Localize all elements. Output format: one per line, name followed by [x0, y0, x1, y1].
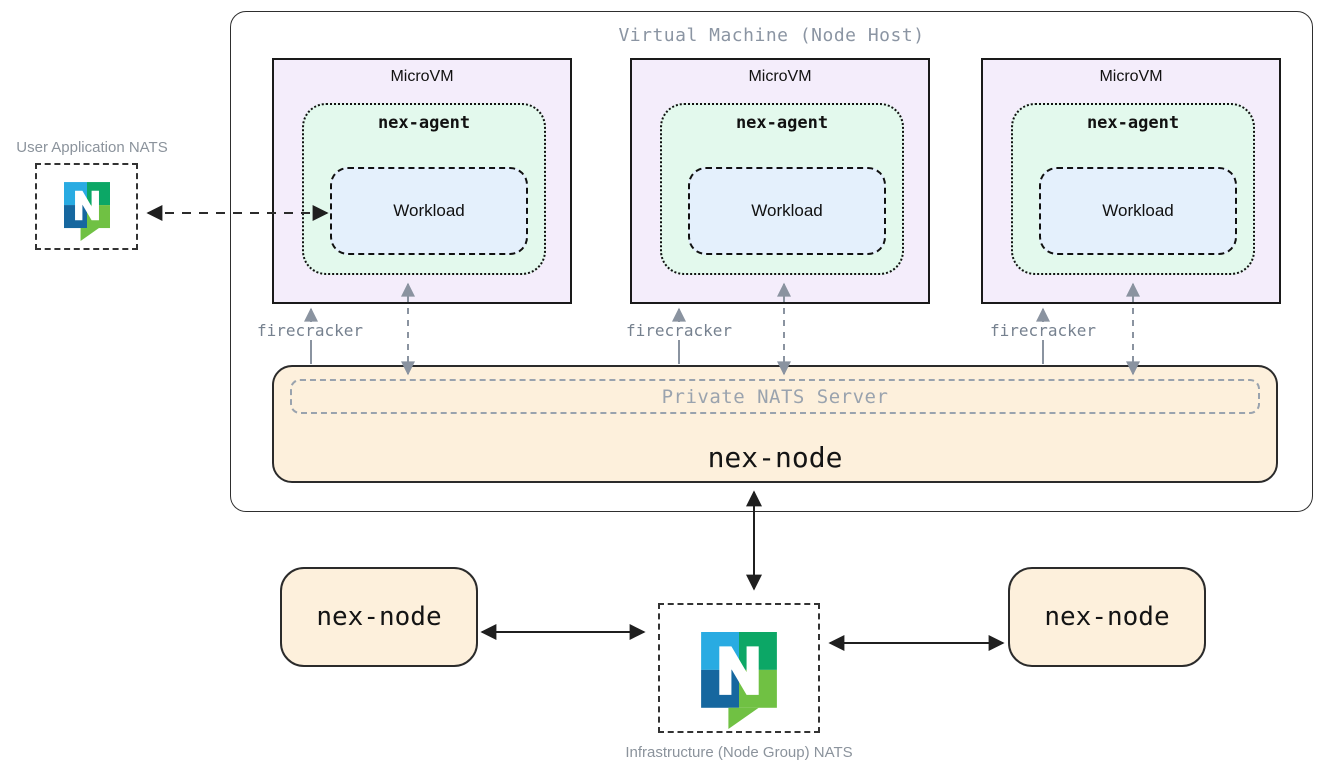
peer-nex-node-box-right: nex-node	[1008, 567, 1206, 667]
microvm-title: MicroVM	[1099, 68, 1163, 85]
workload-box: Workload	[688, 167, 886, 255]
nex-agent-title: nex-agent	[735, 113, 829, 133]
nex-agent-title: nex-agent	[377, 113, 471, 133]
vm-host-title: Virtual Machine (Node Host)	[618, 25, 925, 46]
microvm-title: MicroVM	[748, 68, 812, 85]
user-nats-dashed-box	[35, 163, 138, 250]
workload-box: Workload	[330, 167, 528, 255]
nex-agent-box: nex-agent Workload	[1011, 103, 1255, 275]
nex-agent-title: nex-agent	[1086, 113, 1180, 133]
nex-agent-box: nex-agent Workload	[302, 103, 546, 275]
workload-box: Workload	[1039, 167, 1237, 255]
nats-logo-icon	[63, 182, 110, 241]
infra-nats-dashed-box	[658, 603, 820, 733]
nex-node-label: nex-node	[707, 441, 843, 474]
firecracker-label-1: firecracker	[254, 322, 366, 340]
nats-logo-icon	[701, 632, 777, 729]
infra-nats-label: Infrastructure (Node Group) NATS	[625, 744, 853, 761]
firecracker-label-2: firecracker	[623, 322, 735, 340]
microvm-box-1: MicroVM nex-agent Workload	[272, 58, 572, 304]
peer-nex-node-box-left: nex-node	[280, 567, 478, 667]
microvm-box-3: MicroVM nex-agent Workload	[981, 58, 1281, 304]
user-nats-label: User Application NATS	[16, 139, 168, 156]
microvm-box-2: MicroVM nex-agent Workload	[630, 58, 930, 304]
private-nats-server-box: Private NATS Server	[290, 379, 1260, 414]
private-nats-server-label: Private NATS Server	[661, 385, 889, 408]
microvm-title: MicroVM	[390, 68, 454, 85]
nex-agent-box: nex-agent Workload	[660, 103, 904, 275]
nex-node-host-box: Private NATS Server nex-node	[272, 365, 1278, 483]
firecracker-label-3: firecracker	[987, 322, 1099, 340]
